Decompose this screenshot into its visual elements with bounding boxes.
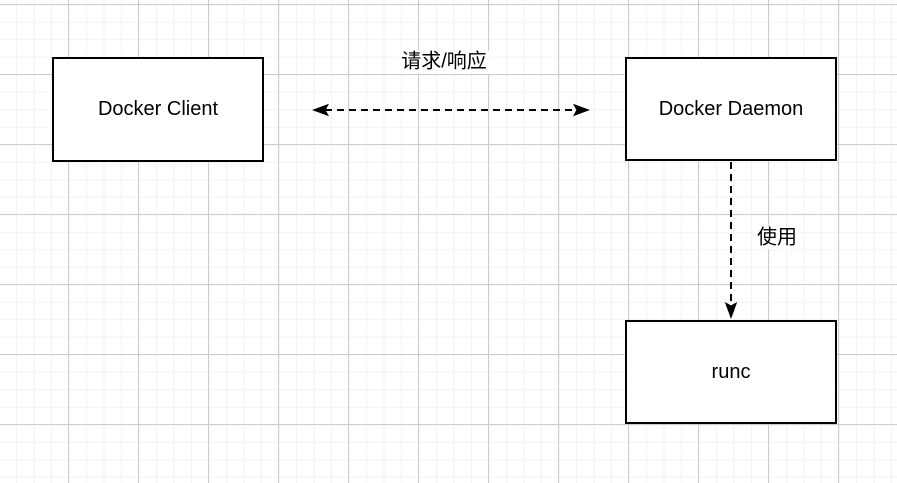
node-runc-label: runc <box>711 360 751 383</box>
node-docker-client-label: Docker Client <box>97 98 219 120</box>
node-docker-daemon-label: Docker Daemon <box>658 97 804 120</box>
edge-uses <box>724 162 738 319</box>
node-docker-daemon: Docker Daemon <box>625 57 837 161</box>
arrowhead-left-icon <box>312 103 329 117</box>
node-docker-client: Docker Client <box>52 57 264 162</box>
edge-label-uses: 使用 <box>754 226 800 250</box>
node-runc: runc <box>625 320 837 424</box>
arrowhead-right-icon <box>573 103 590 117</box>
edge-request-response <box>312 103 590 117</box>
arrowhead-down-icon <box>724 302 738 319</box>
edge-label-request-response: 请求/响应 <box>398 50 490 74</box>
